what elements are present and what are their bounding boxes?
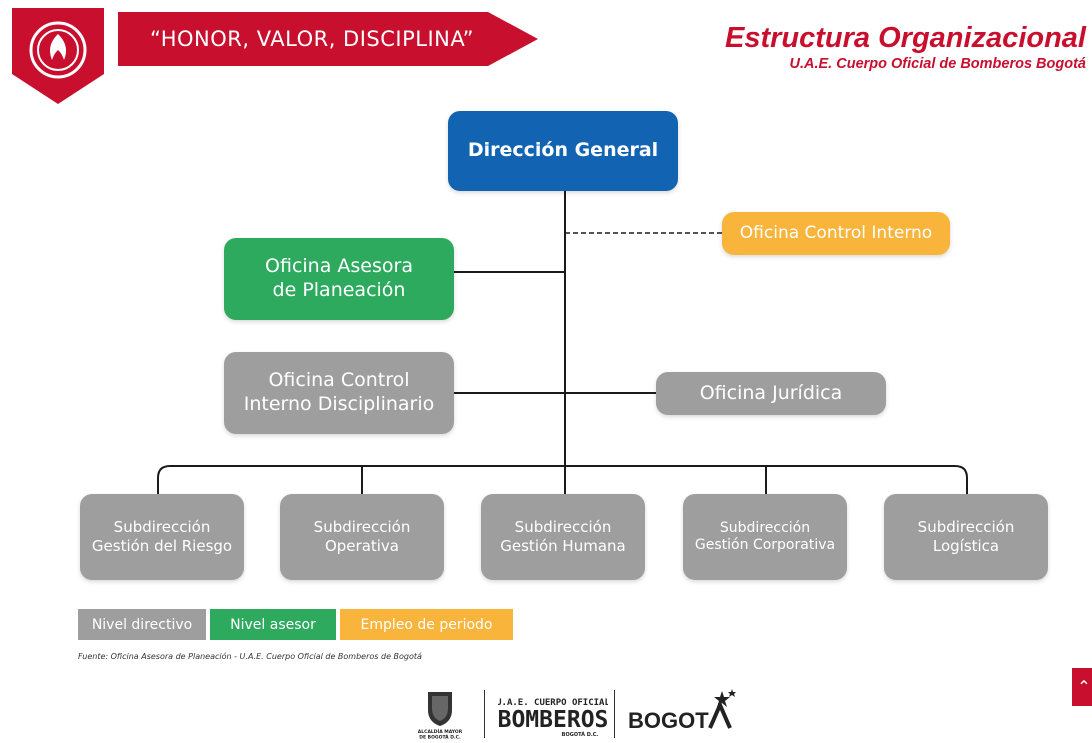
- motto-text: “HONOR, VALOR, DISCIPLINA”: [150, 27, 475, 51]
- alcaldia-coat-of-arms-logo: ALCALDÍA MAYOR DE BOGOTÁ D.C.: [418, 692, 463, 741]
- chevron-up-icon: ⌃: [1077, 679, 1091, 696]
- bogota-logo: BOGOT: [628, 689, 736, 733]
- subdireccion-box: Subdirección Operativa: [280, 494, 444, 580]
- svg-text:BOGOT: BOGOT: [628, 708, 709, 733]
- bomberos-wordmark-logo: U.A.E. CUERPO OFICIAL BOMBEROS BOGOTÁ D.…: [498, 698, 608, 738]
- page-title: Estructura Organizacional: [725, 22, 1086, 54]
- svg-text:ALCALDÍA MAYOR: ALCALDÍA MAYOR: [418, 727, 463, 735]
- subdireccion-box: Subdirección Gestión del Riesgo: [80, 494, 244, 580]
- page-subtitle: U.A.E. Cuerpo Oficial de Bomberos Bogotá: [789, 56, 1086, 72]
- motto-banner: [118, 12, 538, 66]
- legend-nivel-directivo: Nivel directivo: [78, 609, 206, 640]
- source-note: Fuente: Oficina Asesora de Planeación - …: [78, 652, 422, 661]
- direccion-general-box: Dirección General: [448, 111, 678, 191]
- subdireccion-box: Subdirección Gestión Humana: [481, 494, 645, 580]
- subdireccion-box: Subdirección Logística: [884, 494, 1048, 580]
- oficina-control-interno-disciplinario-box: Oficina Control Interno Disciplinario: [224, 352, 454, 434]
- logo-divider: [484, 690, 485, 738]
- oficina-juridica-box: Oficina Jurídica: [656, 372, 886, 415]
- oficina-asesora-planeacion-box: Oficina Asesora de Planeación: [224, 238, 454, 320]
- subdireccion-box: Subdirección Gestión Corporativa: [683, 494, 847, 580]
- svg-text:U.A.E. CUERPO OFICIAL: U.A.E. CUERPO OFICIAL: [498, 698, 608, 708]
- svg-text:DE BOGOTÁ D.C.: DE BOGOTÁ D.C.: [419, 734, 461, 741]
- svg-text:BOMBEROS: BOMBEROS: [498, 707, 608, 733]
- bomberos-shield-logo: [12, 8, 104, 104]
- svg-text:BOGOTÁ D.C.: BOGOTÁ D.C.: [562, 731, 599, 738]
- legend-nivel-asesor: Nivel asesor: [210, 609, 336, 640]
- legend-empleo-periodo: Empleo de periodo: [340, 609, 513, 640]
- scroll-to-top-button[interactable]: ⌃: [1072, 668, 1092, 706]
- oficina-control-interno-box: Oficina Control Interno: [722, 212, 950, 255]
- logo-divider: [614, 690, 615, 738]
